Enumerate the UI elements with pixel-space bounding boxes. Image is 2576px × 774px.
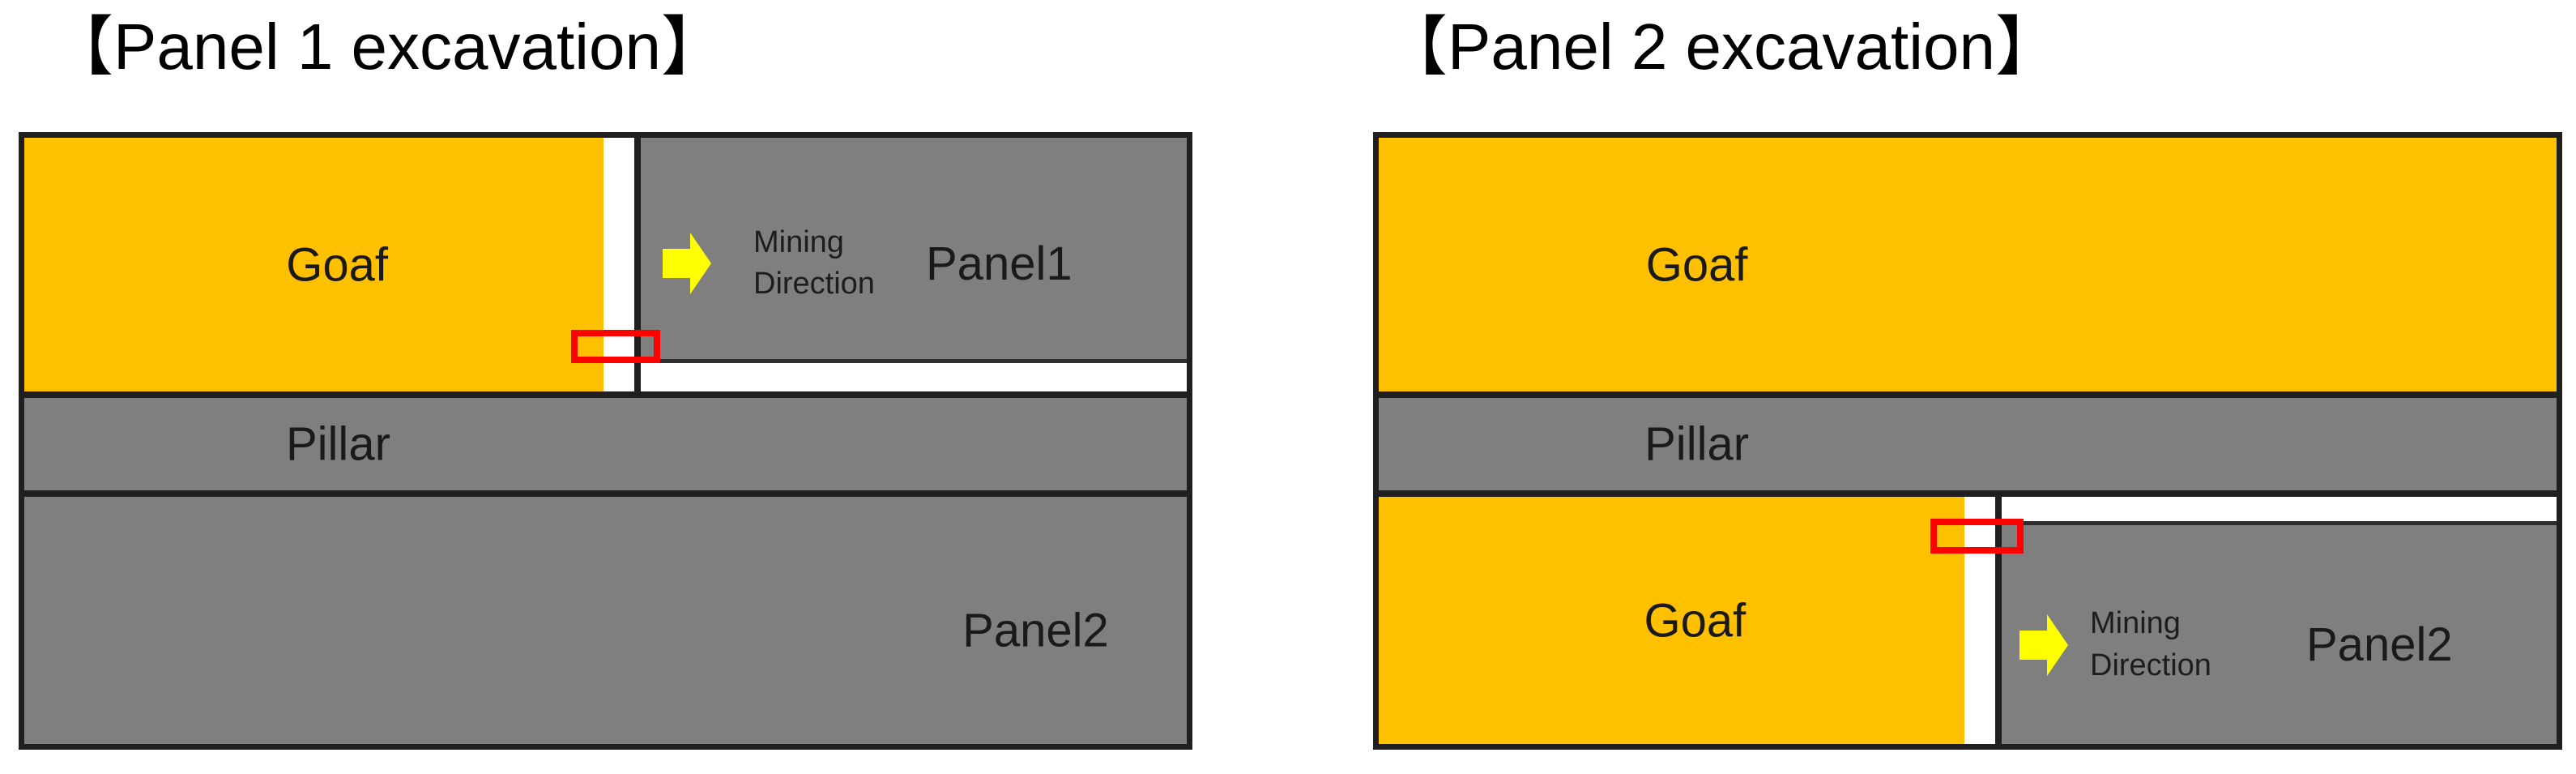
panel2-region: Mining Direction Panel2 <box>2002 521 2557 744</box>
goaf-upper-label: Goaf <box>1645 238 1748 291</box>
goaf-upper-region: Goaf <box>1379 138 2557 391</box>
panel2-excavation-title: 【Panel 2 excavation】 <box>1383 11 2061 83</box>
panel1-region: Mining Direction Panel1 <box>641 138 1187 363</box>
goaf-label: Goaf <box>286 238 388 291</box>
pillar-top-divider <box>1379 391 2557 398</box>
panel2-label: Panel2 <box>2306 618 2453 671</box>
goaf-lower-region: Goaf <box>1379 497 1964 744</box>
mining-direction-arrow-icon <box>663 233 711 294</box>
pillar-region: Pillar <box>1379 398 2557 490</box>
pillar-label: Pillar <box>285 417 390 471</box>
mining-direction-label: Mining Direction <box>753 225 875 301</box>
goaf-lower-label: Goaf <box>1644 594 1746 647</box>
gateroad-horizontal <box>2002 497 2557 521</box>
pillar-bottom-divider <box>24 490 1187 497</box>
mining-direction-row: Mining Direction Panel1 <box>641 223 1187 304</box>
pillar-label: Pillar <box>1644 417 1750 471</box>
gateroad-vertical <box>603 138 641 391</box>
arrow-shape <box>663 233 711 294</box>
pillar-region: Pillar <box>24 398 1187 490</box>
figure-panel2-excavation: Goaf Pillar Goaf Mining Direction Panel2 <box>1373 132 2562 750</box>
panel1-label: Panel1 <box>926 237 1073 290</box>
goaf-region: Goaf <box>24 138 603 391</box>
pillar-bottom-divider <box>1379 490 2557 497</box>
face-corner-highlight-box <box>571 330 660 363</box>
gateroad-horizontal <box>641 363 1187 391</box>
pillar-top-divider <box>24 391 1187 398</box>
face-corner-highlight-box <box>1930 519 2024 554</box>
mining-direction-arrow-icon <box>2019 614 2068 676</box>
panel2-label: Panel2 <box>962 604 1109 657</box>
arrow-shape <box>2019 614 2068 676</box>
panel1-excavation-title: 【Panel 1 excavation】 <box>49 11 727 83</box>
gateroad-vertical <box>1964 497 2002 744</box>
figure-panel1-excavation: Goaf Mining Direction Panel1 Pillar Pane… <box>19 132 1192 750</box>
panel2-region: Panel2 <box>24 497 1187 744</box>
mining-direction-label: Mining Direction <box>2090 606 2211 682</box>
mining-direction-row: Mining Direction Panel2 <box>2002 602 2557 687</box>
